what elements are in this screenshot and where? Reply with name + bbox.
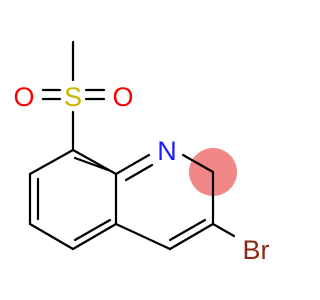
molecule-structure: S O O N Br [13, 40, 270, 265]
atom-sulfur: S [64, 82, 82, 112]
bonds [28, 40, 236, 251]
bond-c4-c4a [114, 222, 172, 251]
atom-bromine: Br [243, 235, 270, 265]
atom-oxygen-right: O [112, 82, 133, 112]
bond-c5-c4a [71, 222, 118, 251]
bond-c8a-c8 [71, 148, 118, 176]
bond-c3-c4 [168, 222, 215, 251]
atom-oxygen-left: O [13, 82, 34, 112]
bond-c8a-n1 [114, 153, 151, 176]
bond-c8-c7 [28, 148, 75, 176]
bond-c8a-c8-inner [73, 156, 110, 172]
bond-n1-c2 [181, 153, 215, 174]
bond-c5-c4a-inner [73, 218, 112, 242]
bond-c6-c5 [28, 222, 75, 251]
bond-c3-c4-inner [168, 218, 207, 242]
bond-c3-bromine [211, 222, 236, 238]
bond-c8a-n1-inner [124, 163, 154, 182]
atom-nitrogen: N [157, 136, 177, 166]
